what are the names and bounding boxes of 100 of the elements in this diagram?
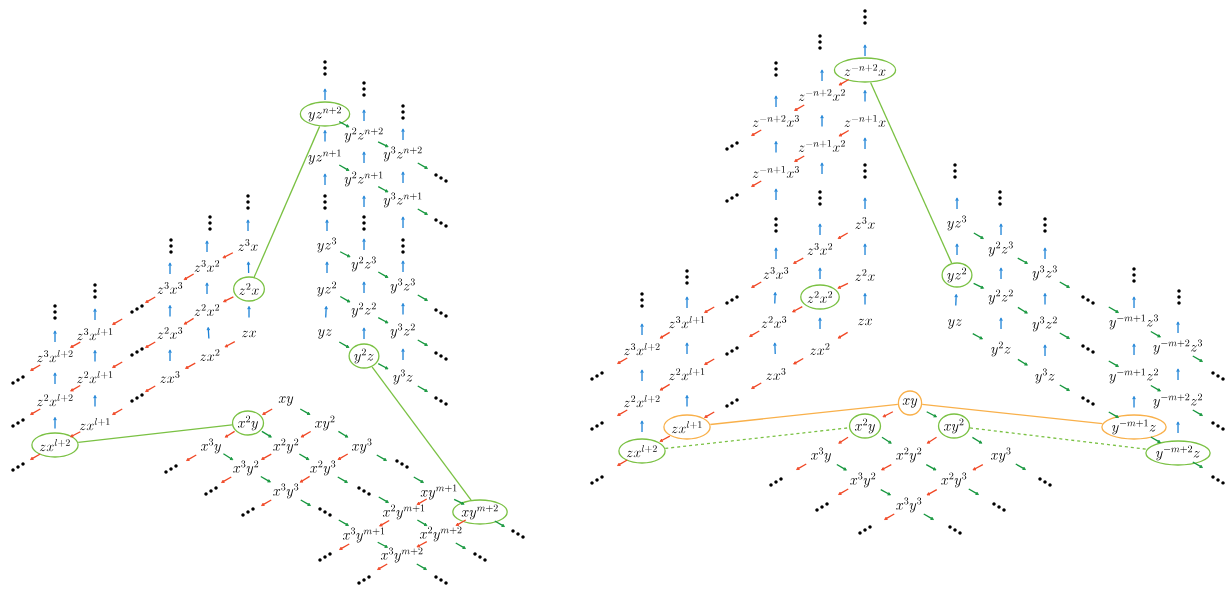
monomial: $y^{-m+2}z^3$ (1153, 339, 1203, 355)
arrow (1150, 330, 1161, 338)
arrow (401, 348, 405, 361)
arrow (1017, 306, 1028, 314)
arrow (299, 408, 311, 415)
circled-monomial: $y^{-m+1}z$ (1101, 414, 1167, 440)
arrow (416, 519, 428, 526)
circled-monomial: $y^2z$ (348, 343, 380, 369)
arrow (206, 327, 211, 340)
arrow (300, 430, 312, 438)
arrow (223, 296, 234, 303)
arrow (1150, 384, 1161, 392)
arrow (416, 498, 428, 505)
monomial: $xy^{m+1}$ (420, 484, 457, 500)
monomial: $x^2y^2$ (273, 438, 299, 454)
arrow (972, 464, 984, 471)
monomial: $yz^2$ (317, 281, 337, 297)
connector-line (664, 427, 850, 450)
arrow (377, 271, 389, 278)
arrow (751, 129, 762, 136)
monomial: $zx^{l+1}$ (79, 417, 110, 431)
circled-monomial: $xy^2$ (937, 413, 971, 439)
arrow (323, 129, 327, 143)
arrow (773, 342, 777, 355)
arrow (362, 281, 366, 294)
arrow (145, 341, 156, 348)
arrow (112, 318, 123, 325)
arrow (376, 454, 387, 461)
connector-line (77, 424, 233, 443)
arrow (1192, 461, 1203, 468)
monomial: $z^3x^3$ (763, 266, 789, 279)
arrow (884, 513, 895, 520)
arrow (183, 317, 195, 325)
arrow (837, 232, 849, 239)
circled-monomial: $z^2x$ (233, 276, 265, 302)
arrow (261, 453, 272, 460)
arrow (954, 294, 958, 307)
arrow (337, 430, 349, 438)
monomial: $xy^3$ (351, 438, 372, 454)
arrow (971, 436, 983, 444)
arrow (818, 223, 822, 236)
arrow (796, 463, 807, 470)
monomial: $z^2x^{l+1}$ (77, 370, 113, 384)
arrow (838, 129, 850, 137)
circled-monomial: $z^{-n+2}x$ (833, 57, 897, 83)
arrow (1176, 321, 1180, 334)
monomial: $y^2z$ (991, 341, 1011, 357)
arrow (183, 273, 195, 280)
arrow (972, 333, 983, 340)
arrow (185, 362, 196, 369)
monomial: $zx^3$ (766, 367, 786, 380)
monomial: $yz^{n+1}$ (308, 149, 341, 165)
monomial: $z^3x$ (855, 216, 875, 229)
monomial: $y^3z^2$ (390, 323, 415, 339)
arrow (417, 339, 428, 346)
arrow (401, 303, 405, 316)
monomial: $y^2z^{n+1}$ (344, 171, 383, 187)
monomial: $yz$ (318, 329, 332, 339)
arrow (262, 408, 273, 415)
arrow (246, 261, 251, 274)
monomial: $y^2z^3$ (351, 256, 376, 272)
monomial: $z^3x^2$ (194, 259, 220, 272)
arrow (820, 162, 824, 175)
arrow (247, 305, 251, 319)
monomial: $x^3y$ (200, 438, 221, 454)
arrow (224, 430, 236, 438)
arrow (53, 330, 57, 343)
arrow (168, 262, 172, 275)
monomial: $z^{-n+2}x^3$ (752, 114, 799, 127)
arrow (325, 219, 329, 232)
connector-line (709, 403, 899, 426)
monomial: $x^2y^3$ (310, 460, 336, 476)
arrow (417, 162, 428, 169)
arrow (968, 488, 979, 495)
arrow (999, 223, 1003, 236)
monomial: $z^3x^2$ (807, 242, 833, 255)
arrow (1017, 257, 1028, 264)
monomial: $zx$ (242, 330, 256, 338)
arrow (323, 173, 327, 186)
arrow (30, 408, 41, 415)
arrow (774, 140, 778, 154)
arrow (1192, 355, 1203, 362)
monomial: $y^2z^2$ (988, 289, 1013, 305)
arrow (401, 216, 405, 229)
arrow (222, 252, 234, 259)
arrow (617, 409, 628, 416)
arrow (880, 489, 891, 496)
arrow (685, 342, 689, 355)
arrow (751, 281, 762, 288)
arrow (881, 464, 892, 471)
arrow (1059, 332, 1070, 339)
connector-line (869, 81, 953, 264)
arrow (53, 416, 57, 430)
arrow (659, 383, 671, 391)
arrow (818, 267, 822, 280)
arrow (923, 513, 934, 520)
monomial: $z^2x^3$ (157, 326, 183, 339)
arrow (362, 109, 366, 122)
monomial: $z^3x$ (238, 238, 258, 251)
circled-monomial: $yz^2$ (941, 262, 973, 288)
